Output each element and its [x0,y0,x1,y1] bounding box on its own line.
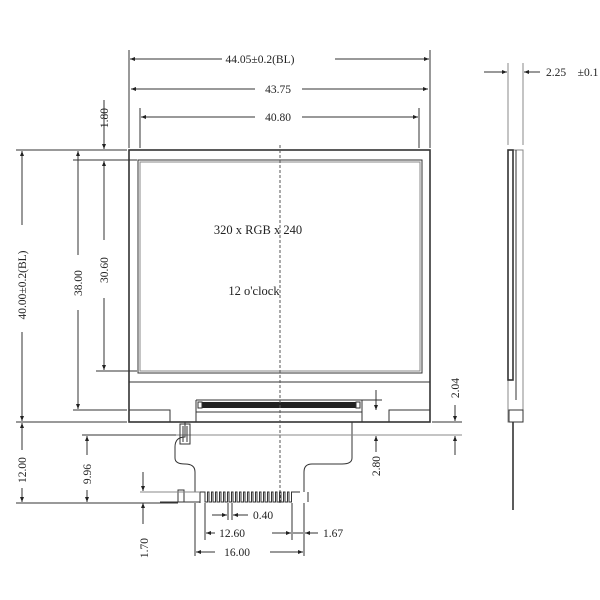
contact-finger-path [199,491,300,503]
viewing-area-height-dim: 30.60 [99,257,111,283]
fpc-offset-dim: 2.80 [371,456,383,476]
side-glass-layer [507,149,514,381]
left-dimensions: 40.00±0.2(BL) 38.00 30.60 1.80 [16,100,137,423]
right-notch [388,409,430,422]
outline-height-dim: 40.00±0.2(BL) [17,250,29,319]
fpc-contact-fingers [199,491,300,503]
pin-edge-dim: 1.67 [323,528,343,540]
bezel-width-dim: 43.75 [265,84,291,96]
pad-length-dim: 1.70 [139,538,151,558]
fpc-length-dim: 12.00 [17,457,29,483]
connector-strip [202,402,356,408]
thickness-dim: 2.25 [546,67,566,79]
resolution-label: 320 x RGB x 240 [214,223,302,237]
bezel-height-dim: 38.00 [73,270,85,296]
left-notch [129,409,171,422]
right-dimensions: 2.80 2.04 [340,378,462,476]
fpc-left-edge [174,422,196,492]
top-dimensions: 44.05±0.2(BL) 43.75 40.80 [128,50,431,148]
fpc-inner-length-dim: 9.96 [82,464,94,484]
top-margin-dim: 1.80 [99,108,111,128]
viewing-direction-label: 12 o'clock [228,284,280,298]
thickness-tolerance: ±0.1 [578,67,599,79]
front-view: 320 x RGB x 240 12 o'clock [128,145,431,505]
connector-end-right [355,401,361,409]
pin-span-dim: 12.60 [219,528,245,540]
fpc-tail [130,422,460,503]
fpc-right-edge [303,422,353,492]
outline-width-dim: 44.05±0.2(BL) [226,54,295,66]
pitch-dim: 0.40 [253,510,273,522]
fpc-width-dim: 16.00 [224,547,250,559]
connector-end-left [197,401,203,409]
fpc-step-dim: 2.04 [450,378,462,398]
viewing-area-width-dim: 40.80 [265,112,291,124]
fpc-dimensions: 12.00 9.96 1.70 0.40 12.60 1.67 16.00 [16,423,343,559]
side-fpc-joint [508,409,524,423]
fpc-component [179,423,191,445]
side-view: 2.25 ±0.1 [484,63,599,510]
